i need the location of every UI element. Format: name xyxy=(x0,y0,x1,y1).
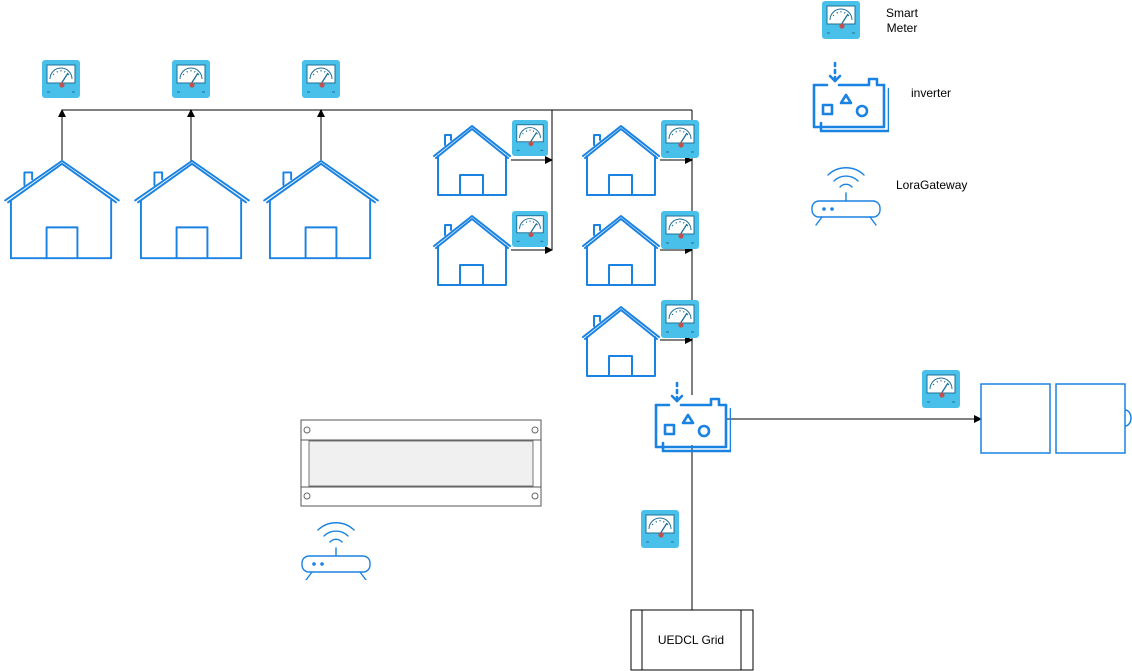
inverter-icon xyxy=(812,61,889,133)
legend-smart-meter-label-line1: Smart xyxy=(886,6,919,20)
house-icon xyxy=(581,124,661,197)
house-icon xyxy=(432,124,512,197)
smart-meter-icon xyxy=(172,60,210,98)
smart-meter-icon xyxy=(661,211,699,249)
wires xyxy=(58,109,982,610)
smart-meter-icon xyxy=(512,120,548,156)
lora-gateway-icon xyxy=(811,167,881,226)
legend-inverter-label: inverter xyxy=(911,86,951,100)
smart-meter-icon xyxy=(302,60,340,98)
house-icon xyxy=(581,305,661,378)
battery-icon xyxy=(980,383,1132,454)
house-icon xyxy=(134,159,250,260)
smart-meter-icon xyxy=(512,211,548,247)
grid-label: UEDCL Grid xyxy=(658,633,724,647)
server-rack-icon xyxy=(300,419,542,507)
inverter-icon xyxy=(654,381,731,453)
lora-gateway-icon xyxy=(301,522,371,580)
legend-lora-gateway-label: LoraGateway xyxy=(896,178,967,192)
smart-meter-icon xyxy=(661,120,699,158)
uedcl-grid-box: UEDCL Grid xyxy=(630,609,754,671)
house-icon xyxy=(432,214,512,287)
smart-meter-icon xyxy=(822,0,860,40)
legend-smart-meter-label-line2: Meter xyxy=(887,21,918,35)
legend: Smart Meter inverter LoraGateway xyxy=(811,0,967,226)
house-icon xyxy=(581,214,661,287)
smart-meter-icon xyxy=(42,60,80,98)
house-icon xyxy=(263,159,379,260)
house-icon xyxy=(4,159,120,260)
smart-meter-icon xyxy=(661,300,699,338)
smart-meter-icon xyxy=(922,370,960,408)
smart-meter-icon xyxy=(641,510,679,548)
